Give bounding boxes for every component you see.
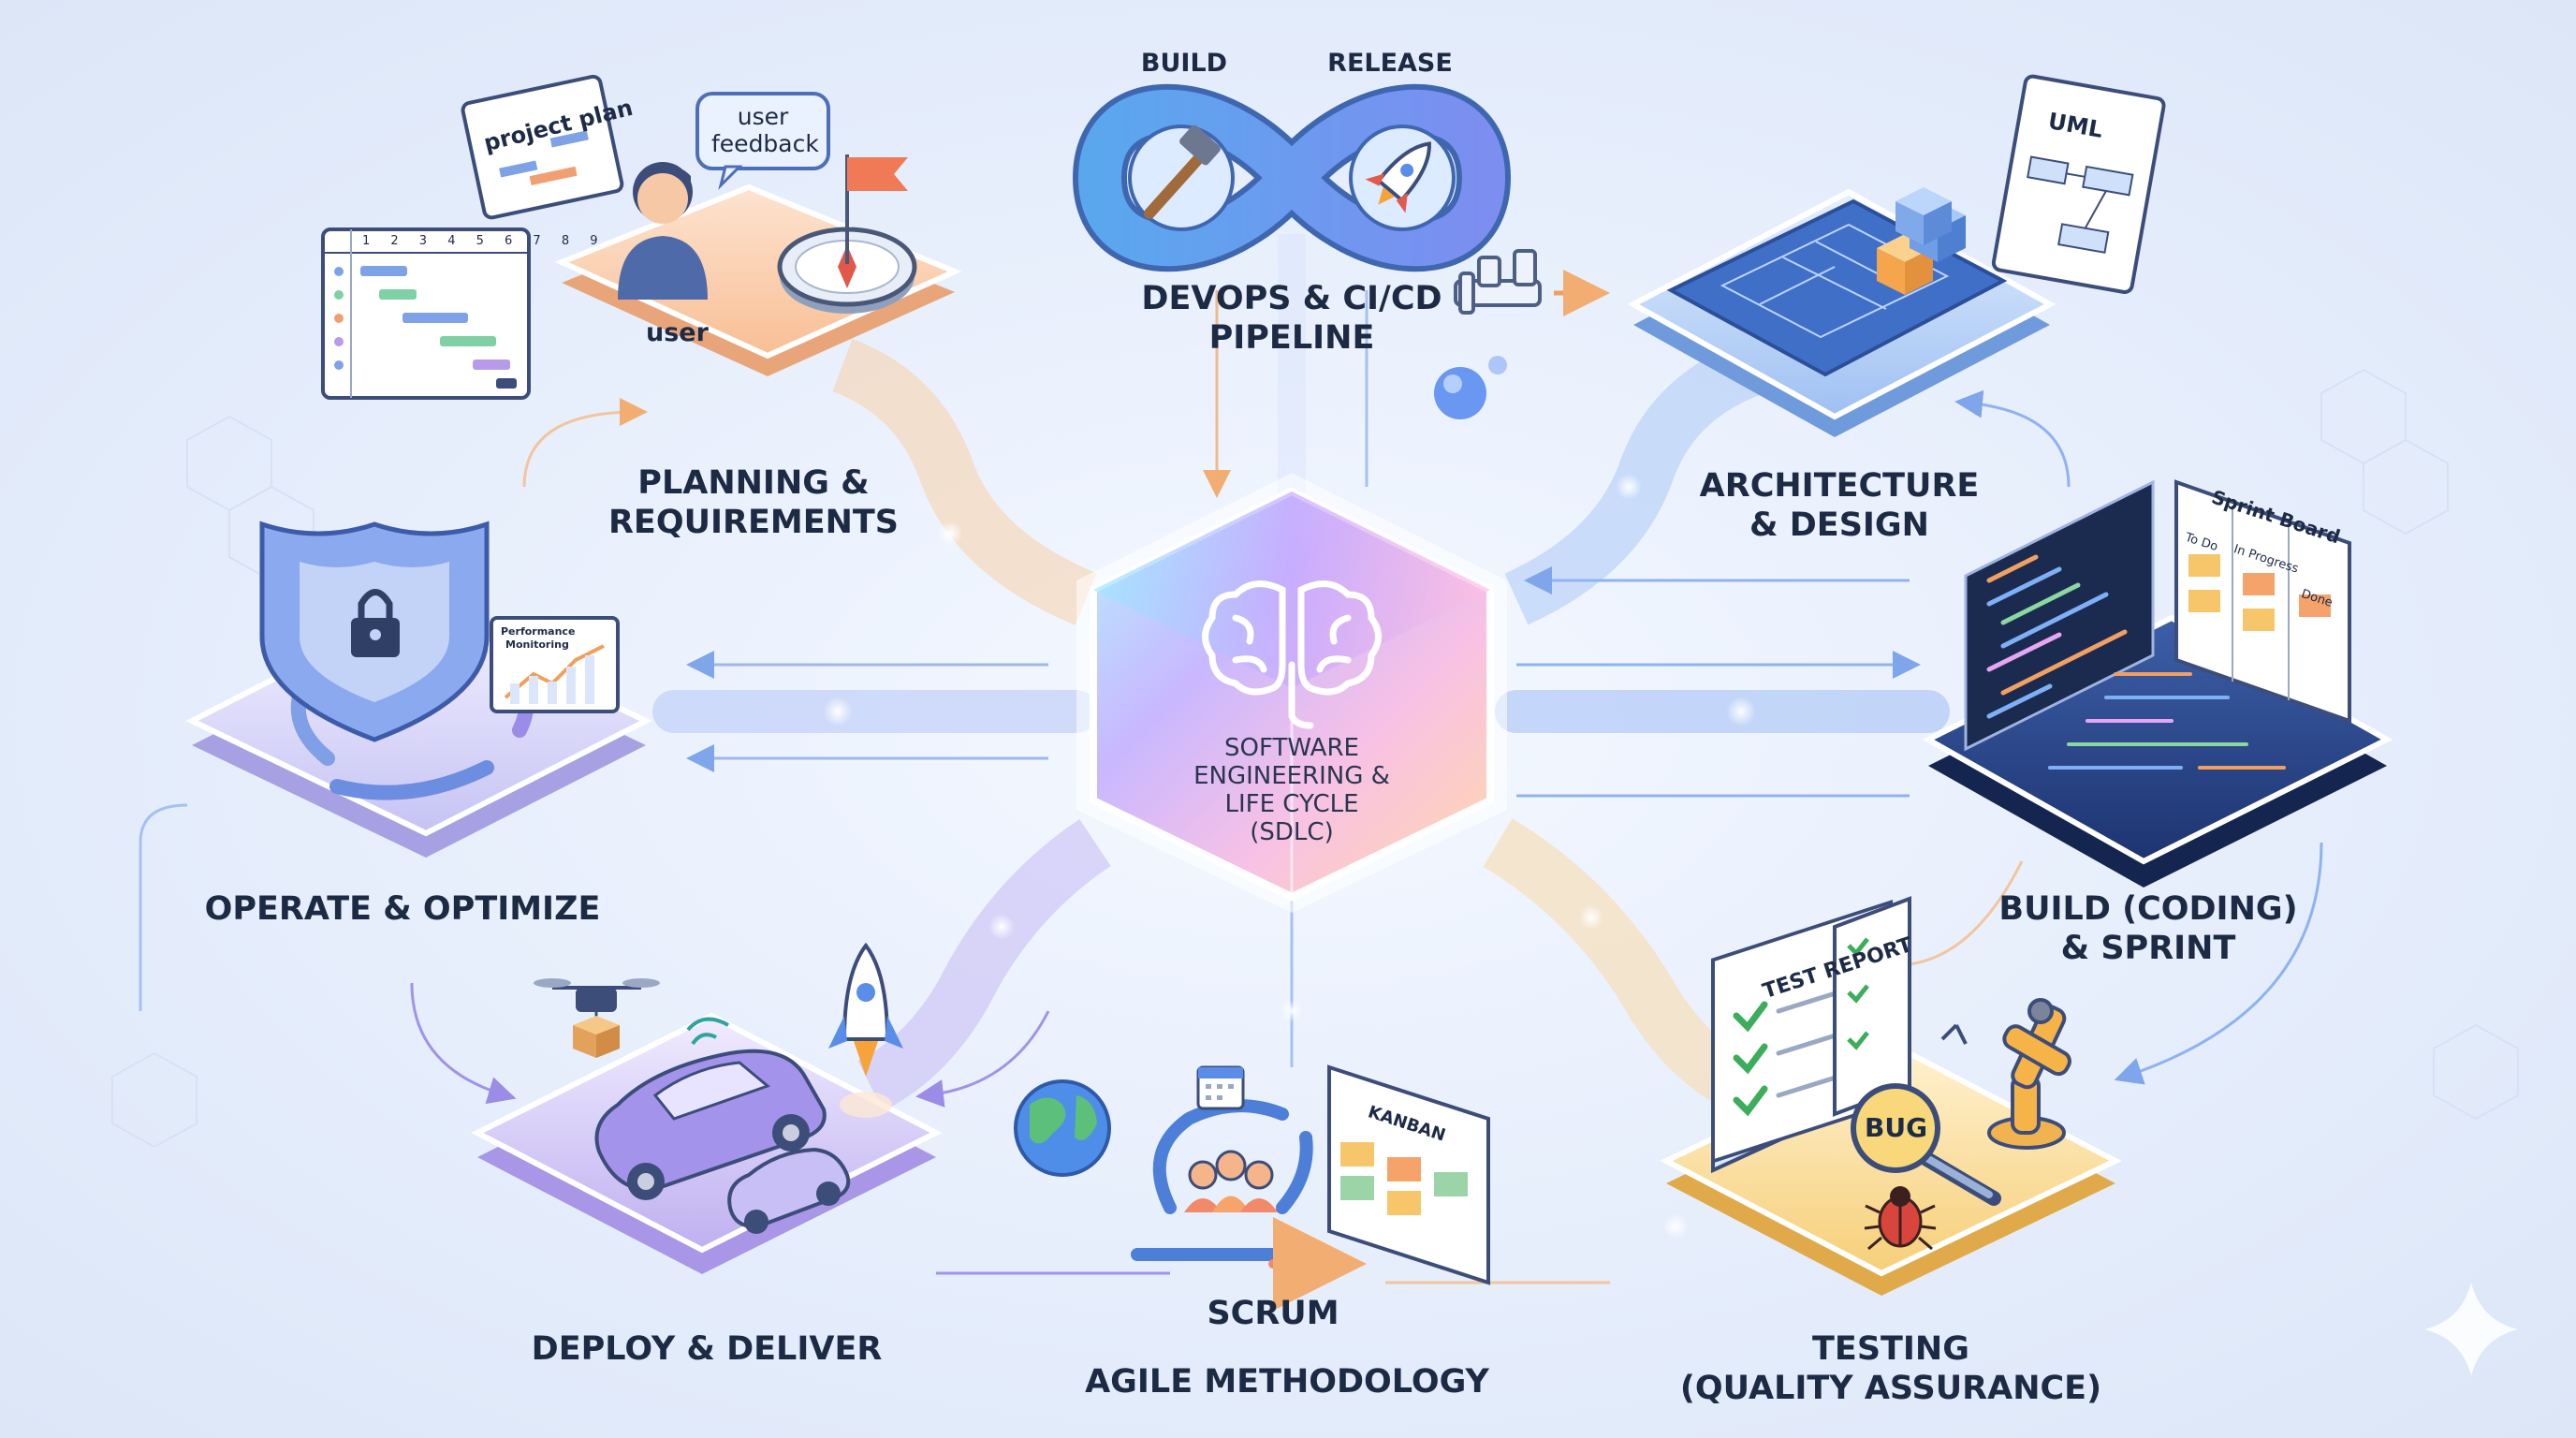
brain-icon	[1202, 580, 1382, 729]
user-icon	[618, 162, 708, 300]
drone-icon	[534, 978, 660, 1058]
test-report-icon	[1711, 896, 1911, 1174]
deploy-label: DEPLOY & DELIVER	[505, 1329, 908, 1369]
agile-label-line1: AGILE METHODOLOGY	[1085, 1363, 1489, 1401]
devops-label-line1: DEVOPS & CI/CD	[1141, 280, 1442, 317]
infinity-build-label: BUILD	[1140, 49, 1228, 78]
devops-label: DEVOPS & CI/CD PIPELINE	[1105, 279, 1479, 358]
code-lines-platform	[2048, 672, 2286, 770]
operate-label: OPERATE & OPTIMIZE	[187, 889, 618, 929]
cubes-icon	[1877, 187, 1966, 295]
project-plan-card	[461, 74, 624, 220]
user-feedback-text: user feedback	[711, 103, 819, 157]
flag-icon	[845, 154, 908, 264]
planning-label-line1: PLANNING &	[637, 464, 870, 502]
infinity-release-label: RELEASE	[1327, 49, 1453, 78]
architecture-label-line2: & DESIGN	[1749, 506, 1929, 544]
center-title-line2: ENGINEERING &	[1193, 761, 1390, 790]
calendar-icon	[1196, 1065, 1245, 1110]
build-label-line1: BUILD (CODING)	[1998, 890, 2298, 928]
performance-monitoring-card	[490, 616, 620, 713]
globe-icon	[1014, 1079, 1111, 1177]
gantt-columns-text: 1 2 3 4 5 6 7 8 9	[362, 234, 607, 248]
user-label: user	[646, 318, 709, 347]
shield-lock-icon	[259, 521, 490, 742]
operate-label-line1: OPERATE & OPTIMIZE	[204, 890, 601, 928]
devops-label-line2: PIPELINE	[1208, 319, 1375, 357]
launch-rocket-icon	[828, 942, 903, 1118]
center-title: SOFTWARE ENGINEERING & LIFE CYCLE (SDLC)	[1161, 734, 1423, 847]
glow-dots	[823, 356, 1756, 1240]
deploy-label-line1: DEPLOY & DELIVER	[531, 1330, 883, 1368]
code-editor-icon	[1964, 479, 2155, 752]
pipe-icon	[1454, 249, 1610, 316]
team-icon	[1184, 1150, 1278, 1212]
bug-text: BUG	[1865, 1112, 1928, 1143]
agile-label: AGILE METHODOLOGY	[1076, 1362, 1498, 1401]
scrum-label-line1: SCRUM	[1207, 1295, 1339, 1332]
uml-card	[1991, 74, 2166, 294]
testing-label-line2: (QUALITY ASSURANCE)	[1679, 1370, 2102, 1407]
rocket-icon	[1365, 141, 1431, 213]
architecture-label: ARCHITECTURE & DESIGN	[1676, 466, 2003, 545]
gantt-chart-icon	[321, 227, 531, 400]
bug-icon	[1864, 1186, 1937, 1251]
testing-label: TESTING (QUALITY ASSURANCE)	[1676, 1329, 2106, 1408]
center-title-line4: (SDLC)	[1250, 817, 1334, 846]
connector-lines	[139, 290, 2323, 1284]
car-icon	[594, 1017, 827, 1200]
background-hex-pattern	[111, 368, 2519, 1149]
performance-text: Performance	[501, 625, 576, 638]
user-feedback-line1: user	[737, 103, 789, 130]
center-title-line1: SOFTWARE	[1224, 734, 1359, 762]
hammer-icon	[1144, 125, 1221, 219]
center-title-line3: LIFE CYCLE	[1224, 789, 1359, 818]
monitoring-text: Monitoring	[505, 638, 569, 651]
devops-infinity-loop	[1072, 83, 1512, 272]
small-car-icon	[727, 1147, 851, 1234]
robot-arm-icon	[1940, 998, 2071, 1150]
build-label-line2: & SPRINT	[2060, 930, 2236, 967]
architecture-label-line1: ARCHITECTURE	[1699, 467, 1980, 505]
planning-label-line2: REQUIREMENTS	[607, 504, 900, 541]
planning-label: PLANNING & REQUIREMENTS	[590, 463, 917, 542]
user-feedback-bubble	[695, 92, 830, 190]
scrum-label: SCRUM	[1161, 1294, 1385, 1333]
build-label: BUILD (CODING) & SPRINT	[1984, 889, 2312, 968]
compass-icon	[777, 227, 917, 314]
testing-label-line1: TESTING	[1812, 1330, 1969, 1368]
sparkle-icon	[2424, 1283, 2518, 1376]
magnifier-icon	[1851, 1083, 2001, 1206]
user-feedback-line2: feedback	[711, 130, 819, 157]
scrum-cycle-icon	[1131, 1099, 1367, 1311]
kanban-board-icon	[1327, 1064, 1490, 1285]
sprint-board-icon	[2174, 479, 2351, 724]
center-hexagon	[1076, 473, 1507, 913]
